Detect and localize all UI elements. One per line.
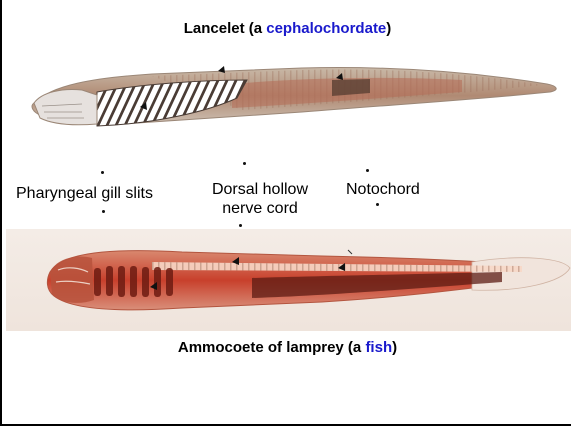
label-pharyngeal-gill-slits: Pharyngeal gill slits [16,184,153,203]
gill-slits-pointer-dot-top [101,171,104,174]
notochord-pointer-dot-bottom [376,203,379,206]
nerve-cord-pointer-dot-top [243,162,246,165]
label-notochord: Notochord [346,180,420,199]
label-gill-slits-text: Pharyngeal gill slits [16,185,153,202]
lamprey-title: Ammocoete of lamprey (a fish) [2,339,571,356]
lamprey-title-highlight: fish [365,339,392,356]
lamprey-title-prefix: Ammocoete of lamprey (a [178,339,366,356]
label-notochord-text: Notochord [346,181,420,198]
lamprey-title-suffix: ) [392,339,397,356]
label-dorsal-hollow-nerve-cord: Dorsal hollow nerve cord [198,180,322,218]
label-nerve-cord-line1: Dorsal hollow [198,180,322,199]
label-nerve-cord-line2: nerve cord [198,199,322,218]
notochord-pointer-dot-top [366,169,369,172]
nerve-cord-pointer-dot-bottom [239,224,242,227]
gill-slits-pointer-dot-bottom [102,210,105,213]
